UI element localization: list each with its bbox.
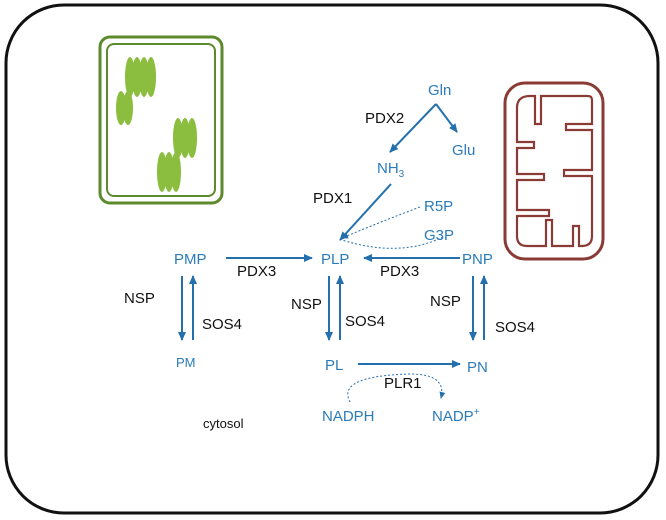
nadp-label: NADP+ [432,407,480,425]
cytosol-label: cytosol [203,416,244,431]
pdx1-arrow [339,183,392,241]
nadph-label: NADPH [322,408,375,425]
pl-label: PL [325,357,343,374]
gln-to-nh3-glu-arrows [389,103,458,153]
plr1-label: PLR1 [384,375,422,392]
pdx3-left-label: PDX3 [237,263,276,280]
r5p-g3p-dotted-arrows [341,206,444,249]
glu-label: Glu [452,142,475,159]
nsp-mid-label: NSP [291,296,322,313]
pdx2-label: PDX2 [365,110,404,127]
nsp-left-label: NSP [124,290,155,307]
pm-label: PM [176,355,196,370]
cell-outline [4,3,660,515]
sos4-left-label: SOS4 [202,316,242,333]
r5p-label: R5P [424,198,453,215]
pmp-label: PMP [174,251,207,268]
pdx1-label: PDX1 [313,190,352,207]
plp-label: PLP [321,251,349,268]
pnp-label: PNP [462,251,493,268]
mitochondrion-icon [503,81,605,261]
sos4-right-label: SOS4 [495,319,535,336]
chloroplast-icon [98,35,224,205]
gln-label: Gln [428,82,451,99]
nsp-right-label: NSP [430,293,461,310]
pdx3-right-label: PDX3 [380,263,419,280]
nadph-to-nadp-dotted-arrow [347,373,446,403]
vertical-arrows [178,275,488,341]
nh3-label: NH3 [377,160,405,180]
pn-label: PN [467,359,488,376]
g3p-label: G3P [424,227,454,244]
sos4-mid-label: SOS4 [345,313,385,330]
